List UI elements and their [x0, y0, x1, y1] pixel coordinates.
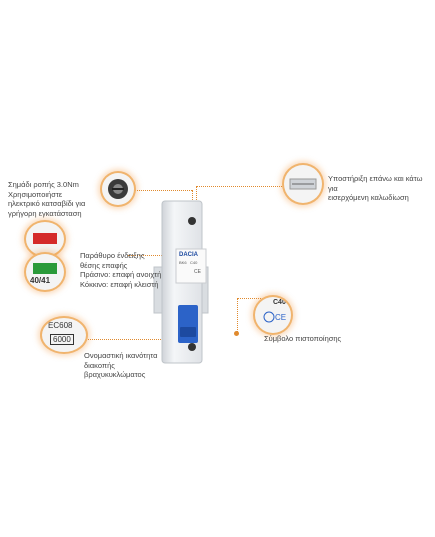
breaker-ce-mark: CE [194, 269, 201, 275]
standard-text: EC608 [48, 321, 73, 330]
red-indicator-icon [33, 233, 57, 244]
breaker-model: BK6 [179, 260, 187, 265]
label-window: Παράθυρο ένδειξης θέσης επαφής Πράσινο: … [80, 251, 162, 289]
svg-text:CE: CE [275, 313, 286, 322]
window-text: 40/41 [30, 276, 51, 285]
circuit-breaker: DACIA BK6 C40 CE [152, 197, 210, 367]
cert-thumb: C40 CE [255, 297, 291, 333]
breaker-body-svg [153, 200, 209, 364]
connector-capacity [86, 339, 191, 340]
terminal-icon [289, 178, 317, 190]
dot-cert [234, 331, 239, 336]
cert-icon: CE [263, 311, 286, 323]
breaker-rating: C40 [190, 260, 198, 265]
capacity-thumb: EC608 6000 [42, 318, 86, 352]
connector-cert [237, 298, 267, 299]
wiring-support-thumb [284, 165, 322, 203]
label-torque: Σημάδι ροπής 3.0Nm Χρησιμοποιήστε ηλεκτρ… [8, 180, 86, 218]
green-indicator-thumb: 40/41 [26, 254, 64, 290]
breaker-brand: DACIA [179, 252, 198, 258]
connector-cert-v [237, 298, 238, 334]
capacity-value: 6000 [50, 334, 74, 345]
connector-torque [128, 190, 192, 191]
label-capacity: Ονομαστική ικανότητα διακοπής βραχυκυκλώ… [84, 351, 158, 379]
screw-icon [108, 179, 128, 199]
label-cert: Σύμβολο πιστοποίησης [264, 334, 342, 343]
cert-rating: C40 [273, 299, 286, 306]
green-indicator-icon [33, 263, 57, 274]
red-indicator-thumb [26, 222, 64, 256]
torque-screw-thumb [102, 173, 134, 205]
label-support: Υποστήριξη επάνω και κάτω για εισερχόμεν… [328, 174, 423, 202]
connector-support [196, 186, 286, 187]
